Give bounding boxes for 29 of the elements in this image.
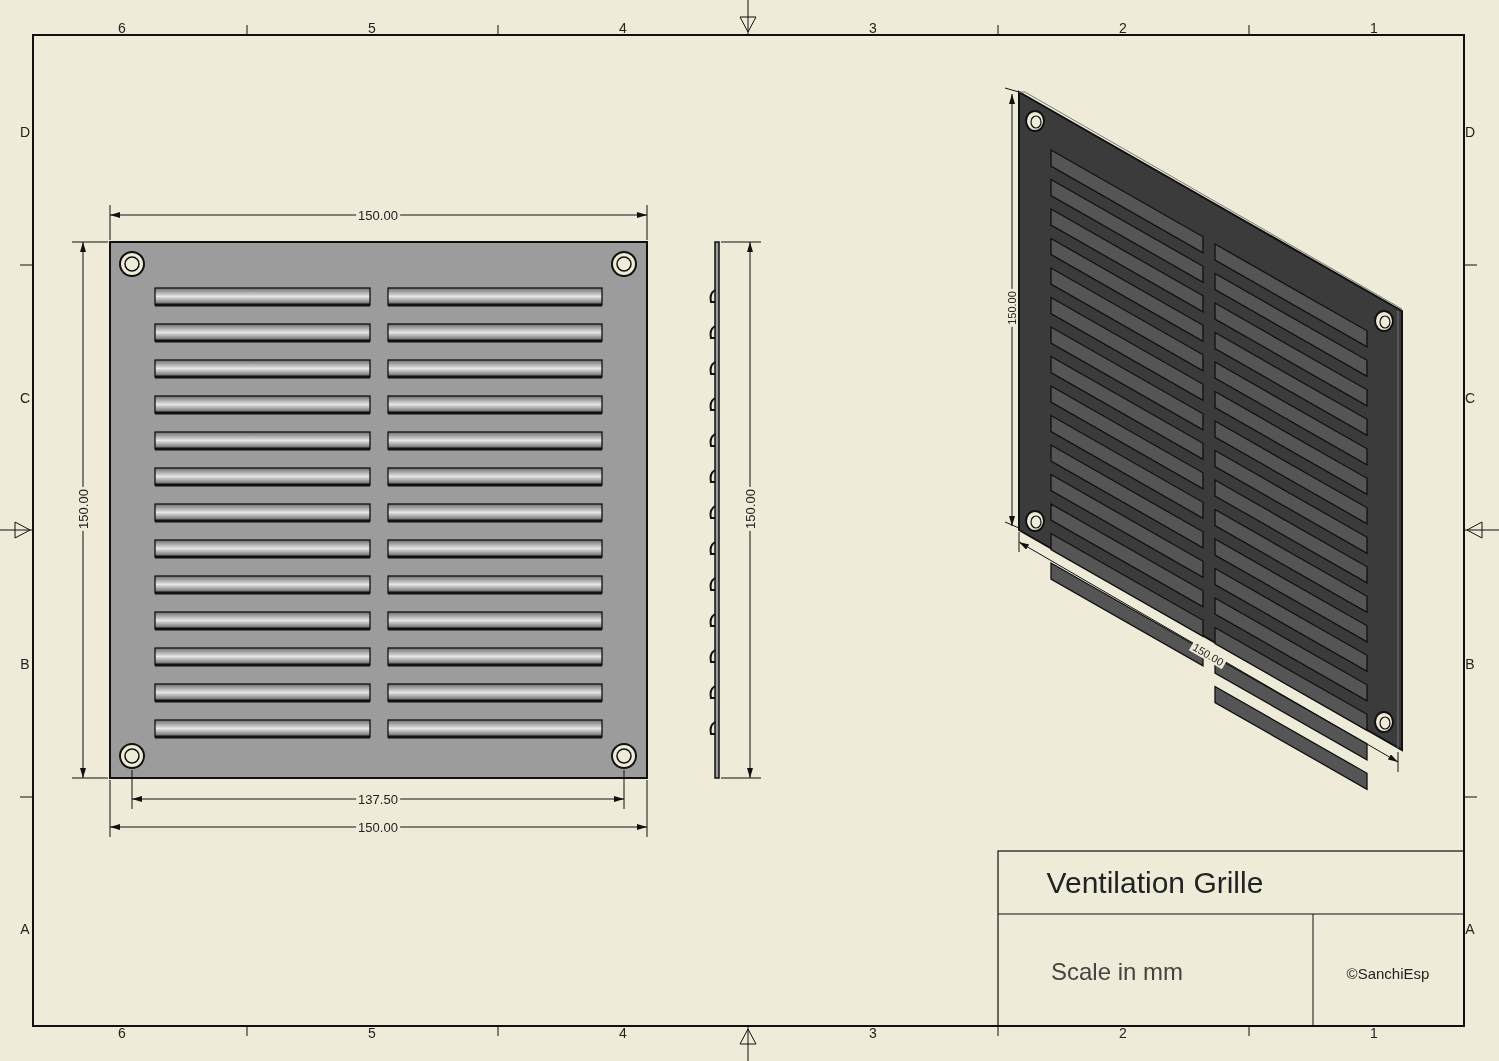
drawing-title: Ventilation Grille	[1046, 868, 1264, 898]
dimension-value: 137.50	[356, 792, 400, 806]
dimension-value: 150.00	[1006, 289, 1018, 327]
zone-letter: B	[20, 657, 30, 671]
dimension-value: 150.00	[76, 487, 90, 531]
zone-number: 3	[869, 21, 877, 35]
zone-number: 4	[619, 21, 627, 35]
copyright-note: ©SanchiEsp	[1346, 965, 1430, 981]
zone-number: 2	[1119, 21, 1127, 35]
zone-letter: A	[1465, 922, 1475, 936]
zone-letter: B	[1465, 657, 1475, 671]
zone-number: 6	[118, 21, 126, 35]
scale-note: Scale in mm	[1051, 960, 1183, 984]
dimension-value: 150.00	[356, 820, 400, 834]
zone-letter: C	[1464, 391, 1476, 405]
zone-number: 2	[1119, 1026, 1127, 1040]
zone-number: 4	[619, 1026, 627, 1040]
zone-number: 1	[1370, 21, 1378, 35]
zone-letter: D	[1464, 125, 1476, 139]
zone-number: 6	[118, 1026, 126, 1040]
dimension-value: 150.00	[356, 208, 400, 222]
zone-number: 5	[368, 21, 376, 35]
dimension-value: 150.00	[743, 487, 757, 531]
zone-letter: A	[20, 922, 30, 936]
zone-letter: D	[19, 125, 31, 139]
zone-letter: C	[19, 391, 31, 405]
zone-number: 5	[368, 1026, 376, 1040]
zone-number: 1	[1370, 1026, 1378, 1040]
zone-number: 3	[869, 1026, 877, 1040]
